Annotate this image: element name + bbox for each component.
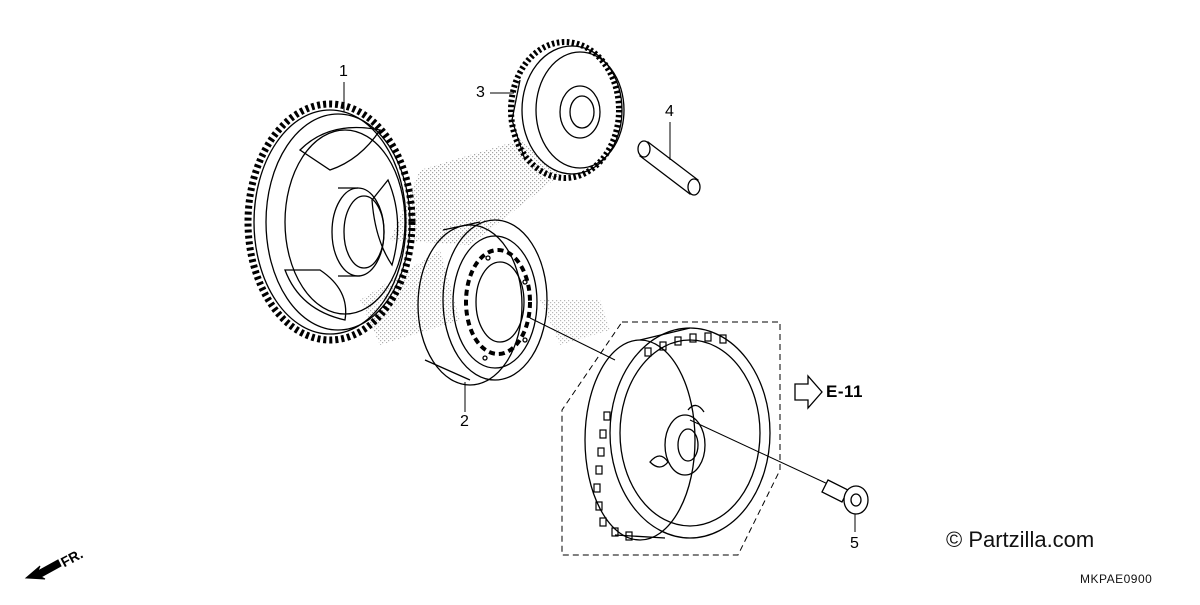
diagram-code: MKPAE0900 <box>1080 572 1153 586</box>
flywheel-rotor <box>584 327 771 541</box>
callout-2: 2 <box>460 413 469 430</box>
stipple-shading-lower <box>360 250 460 345</box>
callout-4: 4 <box>665 103 674 120</box>
callout-3: 3 <box>476 84 485 101</box>
flywheel-boundary <box>561 321 781 556</box>
reference-arrow-icon <box>794 374 823 410</box>
stipple-shading-hub <box>540 300 610 345</box>
shaft-pin-part-4 <box>637 140 701 196</box>
ring-gear-part-1 <box>244 100 416 344</box>
watermark: © Partzilla.com <box>946 527 1095 552</box>
stipple-shading <box>390 140 560 245</box>
center-line-bolt <box>689 419 831 486</box>
reference-label[interactable]: E-11 <box>826 382 863 401</box>
callout-1: 1 <box>339 63 348 80</box>
starter-clutch-part-2 <box>417 219 548 386</box>
front-direction-arrow-icon <box>24 559 62 580</box>
callout-5: 5 <box>850 535 859 552</box>
bolt-part-5 <box>821 479 869 515</box>
small-gear-part-3 <box>508 39 625 181</box>
